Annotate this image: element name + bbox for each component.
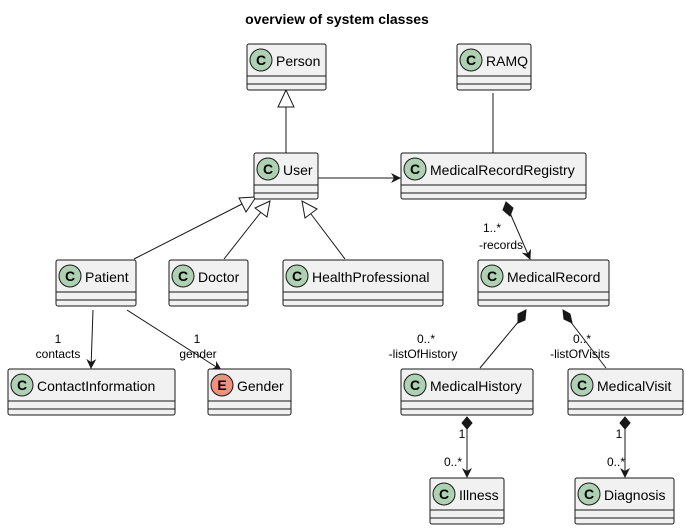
class-stereotype-icon <box>403 157 427 181</box>
class-user[interactable]: C User <box>253 152 319 200</box>
class-stereotype-icon <box>459 48 483 72</box>
enum-gender[interactable]: E Gender <box>207 368 292 416</box>
class-stereotype-icon <box>403 373 427 397</box>
class-stereotype-icon <box>285 264 309 288</box>
label-contacts-multiplicity: 1 <box>55 332 62 346</box>
composition-record-visit <box>562 309 607 369</box>
class-stereotype-letter: C <box>17 377 27 393</box>
label-visits-multiplicity: 0..* <box>573 332 591 346</box>
class-medical-record-registry[interactable]: C MedicalRecordRegistry <box>400 152 587 200</box>
enum-stereotype-letter: E <box>217 377 226 393</box>
class-contact-information[interactable]: C ContactInformation <box>7 368 176 416</box>
class-patient[interactable]: C Patient <box>55 259 137 307</box>
class-stereotype-icon <box>480 264 504 288</box>
class-name: User <box>283 162 313 178</box>
class-stereotype-letter: C <box>577 377 587 393</box>
class-diagnosis[interactable]: C Diagnosis <box>574 477 675 525</box>
class-stereotype-icon <box>256 157 280 181</box>
composition-visit-diagnosis <box>619 416 631 478</box>
label-gender-multiplicity: 1 <box>194 332 201 346</box>
class-stereotype-icon <box>570 373 594 397</box>
class-name: Person <box>276 53 320 69</box>
class-name: HealthProfessional <box>312 269 430 285</box>
class-medical-history[interactable]: C MedicalHistory <box>400 368 534 416</box>
class-name: Doctor <box>198 269 240 285</box>
class-medical-visit[interactable]: C MedicalVisit <box>567 368 684 416</box>
class-stereotype-letter: C <box>292 268 302 284</box>
class-stereotype-letter: C <box>439 486 449 502</box>
class-illness[interactable]: C Illness <box>429 477 505 525</box>
class-stereotype-icon <box>58 264 82 288</box>
class-stereotype-letter: C <box>263 161 273 177</box>
label-history-role: -listOfHistory <box>389 347 458 361</box>
class-stereotype-icon <box>171 264 195 288</box>
class-name: Illness <box>459 487 499 503</box>
class-name: Gender <box>237 378 284 394</box>
class-stereotype-letter: C <box>466 52 476 68</box>
class-stereotype-letter: C <box>178 268 188 284</box>
class-stereotype-letter: C <box>410 161 420 177</box>
label-gender-role: gender <box>179 347 216 361</box>
class-person[interactable]: C Person <box>246 43 327 91</box>
label-diagnosis-target-multiplicity: 0..* <box>607 455 625 469</box>
association-patient-contactinfo <box>86 309 97 369</box>
class-name: MedicalRecord <box>507 269 600 285</box>
class-name: MedicalHistory <box>430 378 522 394</box>
class-ramq[interactable]: C RAMQ <box>456 43 532 91</box>
label-illness-source-multiplicity: 1 <box>459 427 466 441</box>
generalization-doctor-user <box>223 200 271 260</box>
class-stereotype-icon <box>10 373 34 397</box>
class-name: ContactInformation <box>37 378 155 394</box>
class-stereotype-letter: C <box>65 268 75 284</box>
composition-record-history <box>479 309 527 369</box>
class-doctor[interactable]: C Doctor <box>168 259 249 307</box>
class-stereotype-icon <box>249 48 273 72</box>
class-name: Patient <box>85 269 129 285</box>
composition-registry-record <box>502 201 531 260</box>
label-diagnosis-source-multiplicity: 1 <box>616 427 623 441</box>
class-medical-record[interactable]: C MedicalRecord <box>477 259 610 307</box>
label-illness-target-multiplicity: 0..* <box>444 455 462 469</box>
class-name: MedicalVisit <box>597 378 672 394</box>
label-contacts-role: contacts <box>36 347 81 361</box>
diagram-title: overview of system classes <box>245 11 429 27</box>
generalization-user-person <box>277 88 295 153</box>
class-stereotype-letter: C <box>584 486 594 502</box>
label-visits-role: -listOfVisits <box>550 347 610 361</box>
class-name: RAMQ <box>486 53 528 69</box>
enum-stereotype-icon <box>210 373 234 397</box>
composition-history-illness <box>461 416 473 478</box>
class-stereotype-icon <box>432 482 456 506</box>
generalization-healthprofessional-user <box>301 200 346 260</box>
class-health-professional[interactable]: C HealthProfessional <box>282 259 444 307</box>
class-name: MedicalRecordRegistry <box>430 162 575 178</box>
class-name: Diagnosis <box>604 487 665 503</box>
class-stereotype-letter: C <box>487 268 497 284</box>
generalization-patient-user <box>133 196 257 260</box>
association-patient-gender <box>126 309 222 371</box>
label-history-multiplicity: 0..* <box>417 332 435 346</box>
class-stereotype-letter: C <box>410 377 420 393</box>
label-records-multiplicity: 1..* <box>483 221 501 235</box>
label-records-role: -records <box>479 238 523 252</box>
class-stereotype-letter: C <box>256 52 266 68</box>
class-stereotype-icon <box>577 482 601 506</box>
